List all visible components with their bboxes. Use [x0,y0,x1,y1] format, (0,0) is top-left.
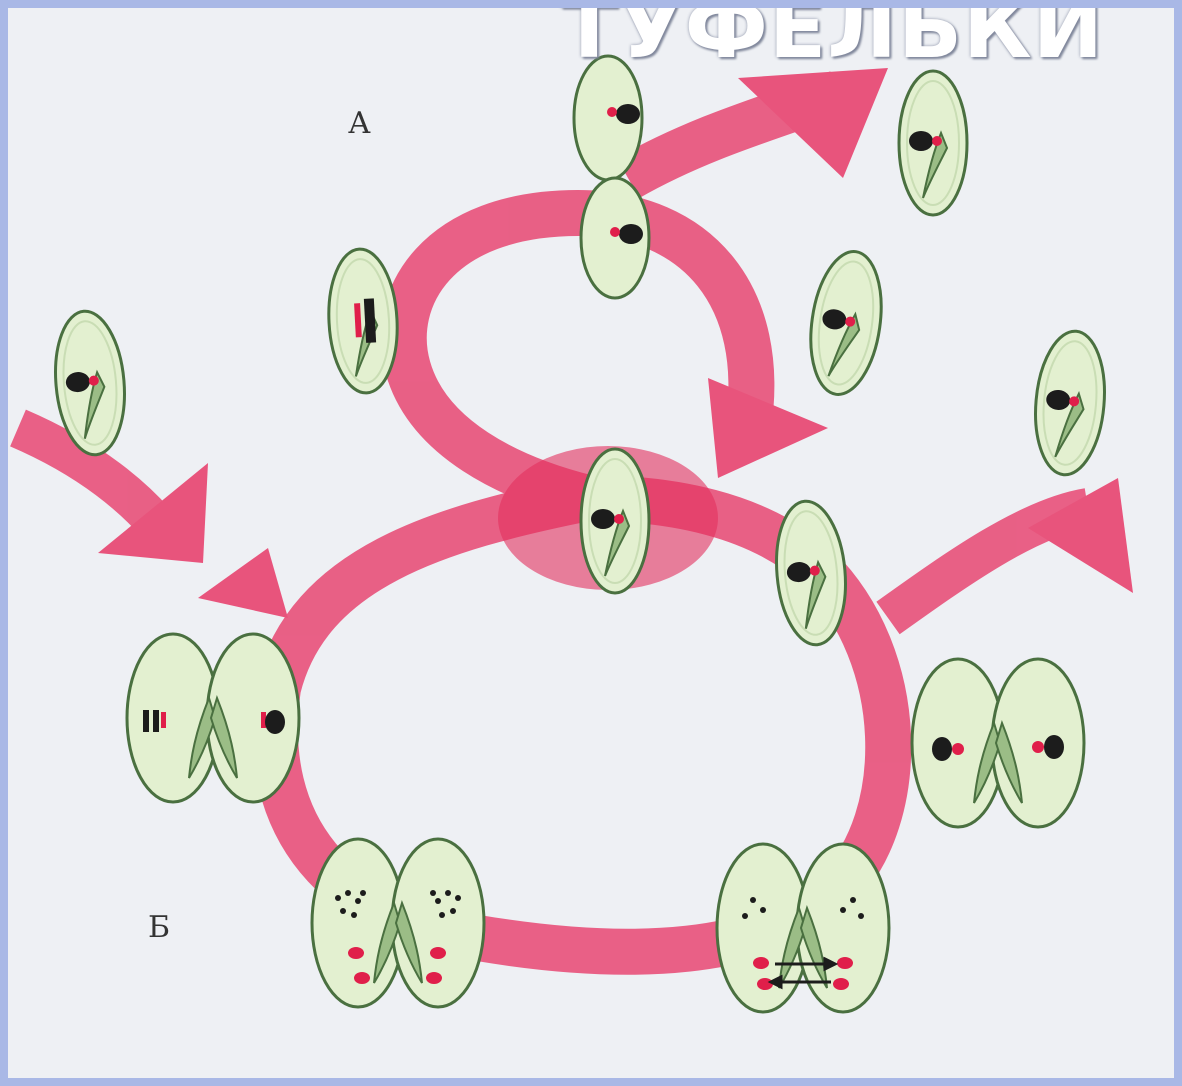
paramecium-cell [899,71,967,215]
label-b: Б [148,910,170,945]
conjugating-pair [912,659,1084,827]
slide-title: ТУФЕЛЬКИ [561,8,1105,70]
paramecium-cell [325,247,400,394]
paramecium-cell [581,449,649,593]
paramecium-cell [802,247,889,399]
conjugating-pair [717,844,889,1012]
slide-frame: ТУФЕЛЬКИ А Б [8,8,1174,1078]
paramecium-cell [581,178,649,298]
conjugating-pair [127,634,299,802]
conjugating-pair [312,839,484,1007]
life-cycle-diagram [8,8,1174,1078]
paramecium-cell [771,498,851,647]
label-a: А [348,106,371,141]
paramecium-cell [1030,328,1110,477]
